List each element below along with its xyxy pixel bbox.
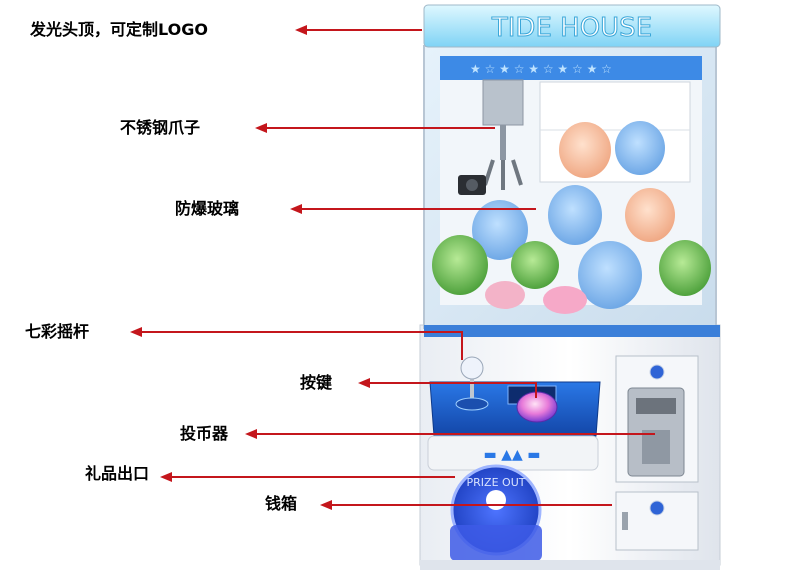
callout-line-button	[368, 382, 537, 398]
callout-arrowhead-logo-top	[295, 25, 307, 35]
callout-label-logo-top: 发光头顶，可定制LOGO	[30, 20, 208, 39]
cash-box-lock	[649, 500, 665, 516]
plush-toys	[432, 121, 711, 314]
callout-line-joystick	[140, 331, 463, 360]
paw-icon	[486, 490, 506, 510]
callout-label-joystick: 七彩摇杆	[25, 322, 90, 341]
top-rail	[440, 56, 702, 80]
callout-arrowhead-button	[358, 378, 370, 388]
coin-slot	[636, 398, 676, 414]
lower-trim	[424, 325, 720, 337]
callout-arrowhead-joystick	[130, 327, 142, 337]
claw-arms	[483, 159, 523, 190]
panel-arrows: ▬ ▲▲ ▬	[484, 447, 541, 463]
glowing-top-sign	[423, 4, 721, 48]
callout-arrowhead-cash-box	[320, 500, 332, 510]
callout-label-glass: 防爆玻璃	[175, 199, 240, 218]
gantry-box	[482, 79, 524, 126]
joystick-base	[455, 397, 489, 411]
outlet-bottom-glow	[450, 525, 542, 561]
callout-label-prize-outlet: 礼品出口	[85, 464, 150, 483]
callout-arrows	[130, 25, 655, 510]
callout-label-claw: 不锈钢爪子	[120, 118, 201, 137]
callout-arrowhead-prize-outlet	[160, 472, 172, 482]
inner-display-box	[539, 81, 691, 183]
callout-label-coin-acceptor: 投币器	[180, 424, 229, 443]
joystick-ball	[460, 356, 484, 380]
outlet-text: PRIZE OUT	[467, 476, 526, 489]
callout-label-cash-box: 钱箱	[265, 494, 298, 513]
brand-text: TIDE HOUSE	[491, 13, 652, 43]
callout-arrowhead-claw	[255, 123, 267, 133]
cabinet-floor	[420, 560, 720, 570]
callout-arrowhead-coin-acceptor	[245, 429, 257, 439]
camera-lens	[466, 179, 478, 191]
coin-window	[642, 430, 670, 464]
callout-label-button: 按键	[300, 373, 333, 392]
claw-rod	[500, 125, 506, 160]
callout-arrowhead-glass	[290, 204, 302, 214]
rail-stars: ★ ☆ ★ ☆ ★ ☆ ★ ☆ ★ ☆	[470, 62, 612, 76]
coin-lock	[649, 364, 665, 380]
cash-box-slot	[622, 512, 628, 530]
